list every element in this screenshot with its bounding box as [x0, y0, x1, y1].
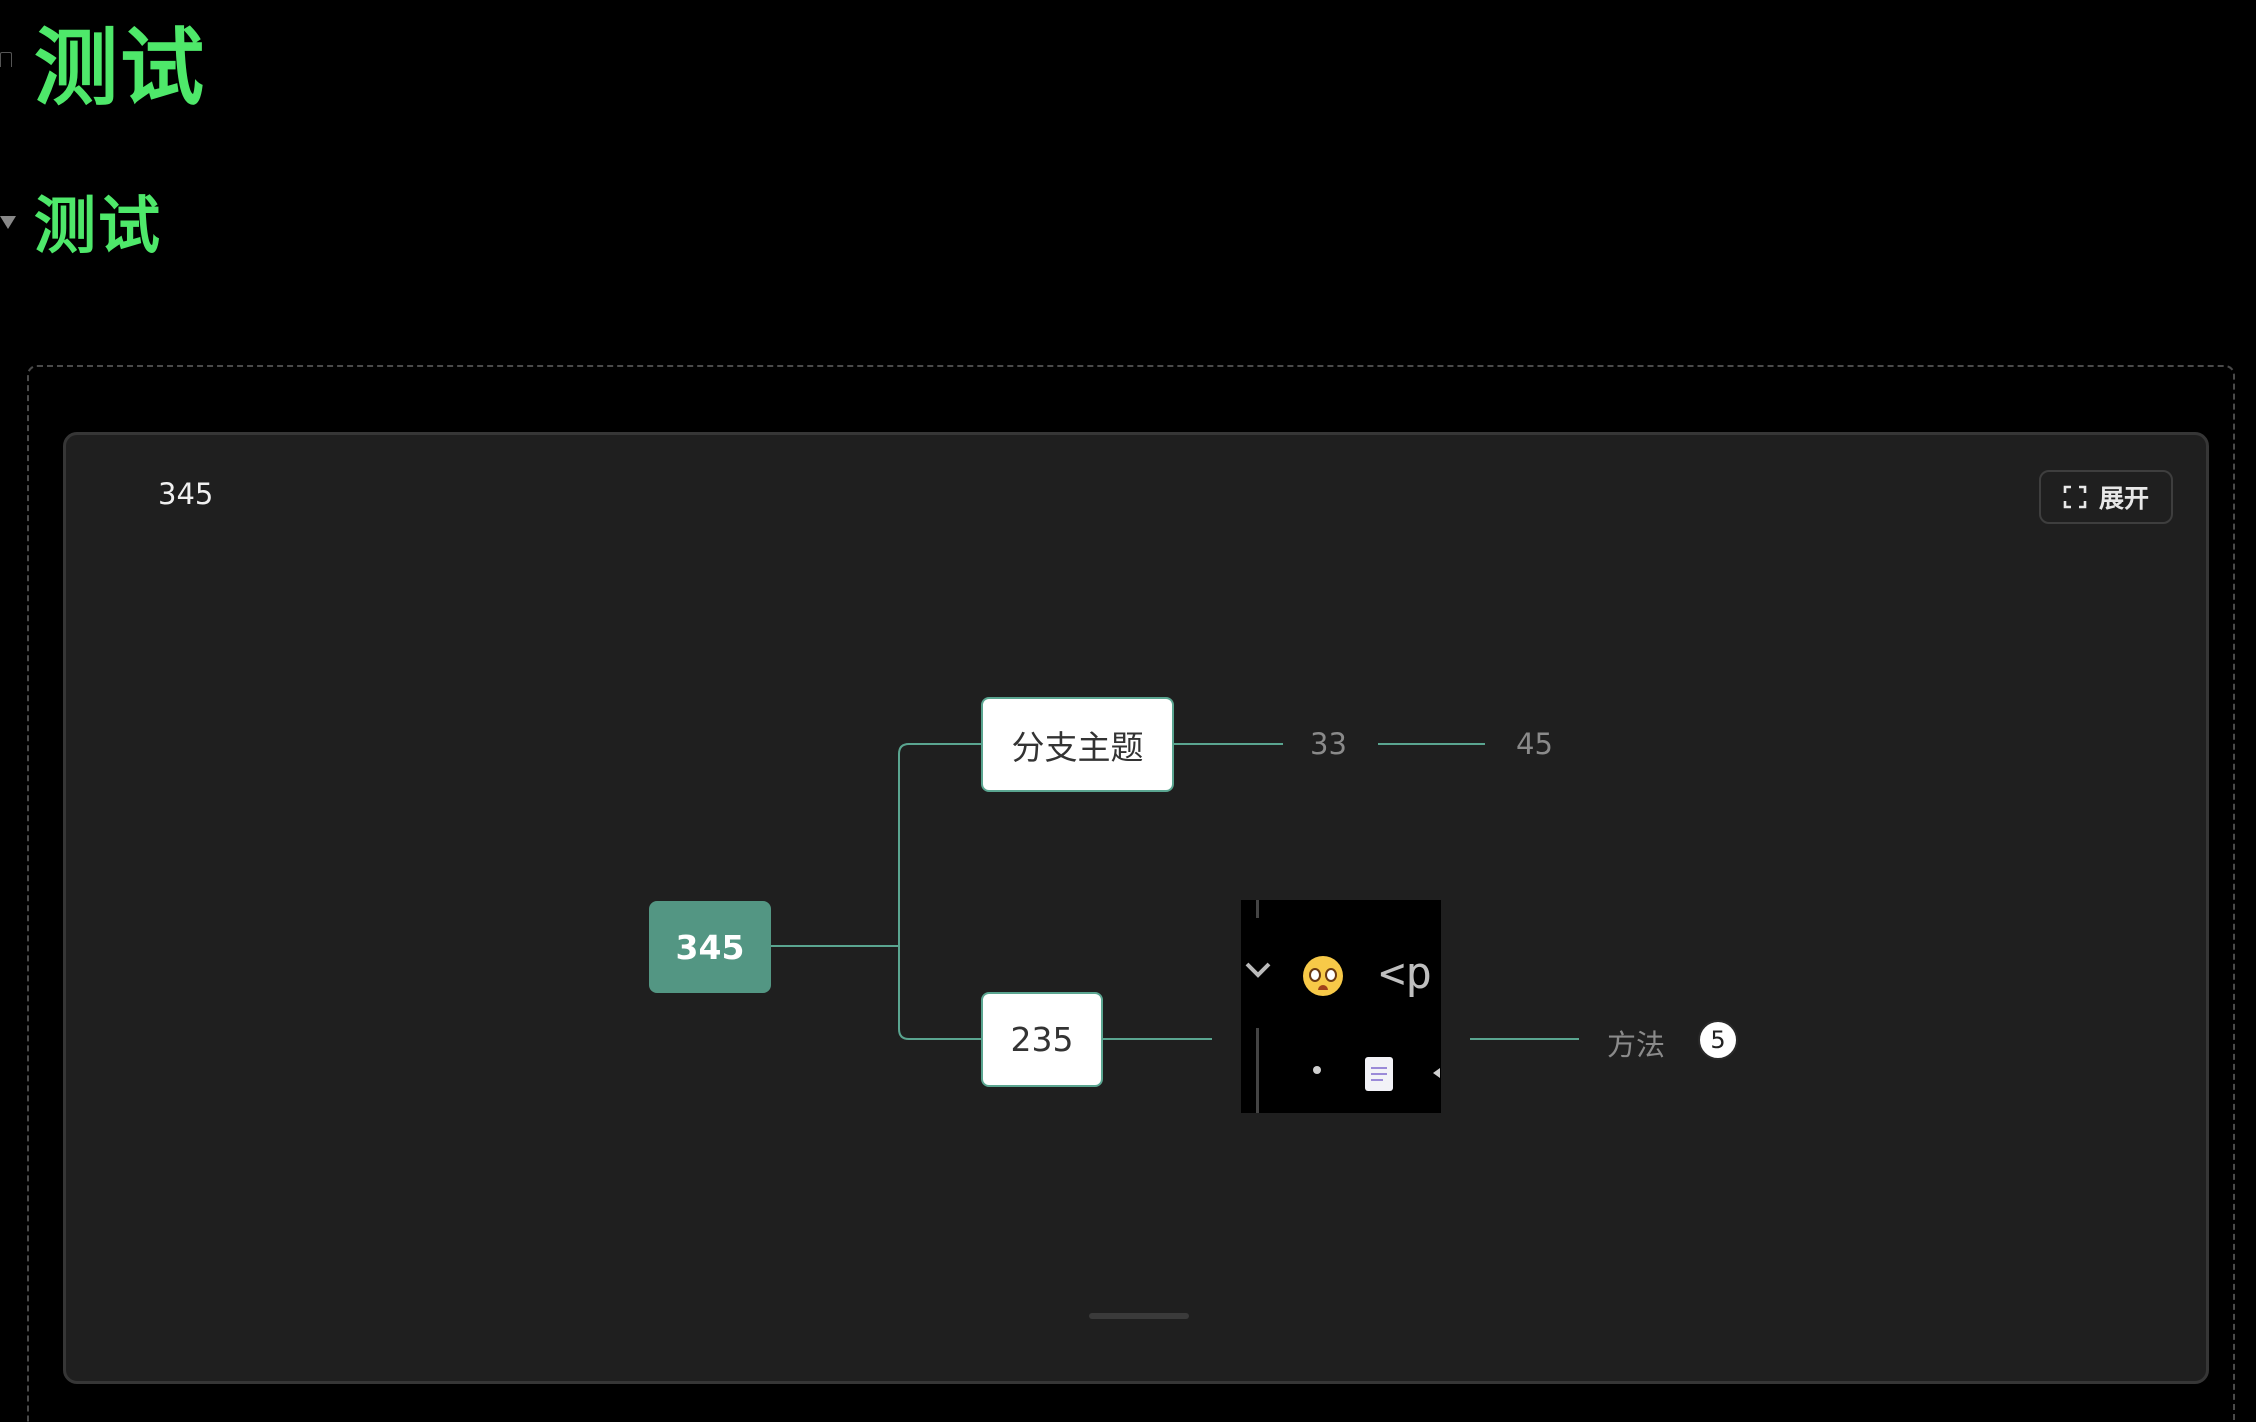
pleading-face-icon: [1303, 956, 1343, 996]
expand-button[interactable]: 展开: [2039, 470, 2173, 524]
embed-block-frame[interactable]: [27, 365, 2235, 1422]
image-divider: [1256, 1028, 1259, 1113]
mindmap-panel[interactable]: 345 展开 345 分支主题 235 33 45: [63, 432, 2209, 1384]
expand-button-label: 展开: [2098, 484, 2149, 513]
leaf-node-method[interactable]: 方法: [1607, 1028, 1666, 1062]
count-badge[interactable]: 5: [1698, 1020, 1738, 1060]
root-node[interactable]: 345: [649, 901, 771, 993]
heading-anchor-icon: [0, 52, 12, 67]
mindmap-title: 345: [158, 477, 214, 511]
image-divider: [1256, 900, 1259, 918]
resize-handle[interactable]: [1089, 1313, 1189, 1319]
section-heading: 测试: [34, 189, 163, 262]
branch-node-235[interactable]: 235: [981, 992, 1103, 1087]
leaf-node-45[interactable]: 45: [1516, 727, 1553, 761]
image-code-text: <p:: [1379, 948, 1441, 999]
fullscreen-icon: [2063, 485, 2087, 509]
collapse-toggle-icon[interactable]: [0, 216, 16, 229]
image-node[interactable]: <p:: [1241, 900, 1441, 1113]
page-title: 测试: [34, 19, 207, 117]
connector-branch-b: [898, 946, 981, 1040]
arrow-left-icon: [1433, 1068, 1440, 1078]
leaf-node-33[interactable]: 33: [1310, 727, 1347, 761]
chevron-down-icon: [1245, 962, 1271, 978]
mindmap-connectors: [771, 743, 1579, 1040]
document-icon: [1365, 1057, 1393, 1091]
branch-node-topic[interactable]: 分支主题: [981, 697, 1174, 792]
bullet-icon: [1313, 1066, 1321, 1074]
connector-branch-a: [898, 743, 981, 946]
